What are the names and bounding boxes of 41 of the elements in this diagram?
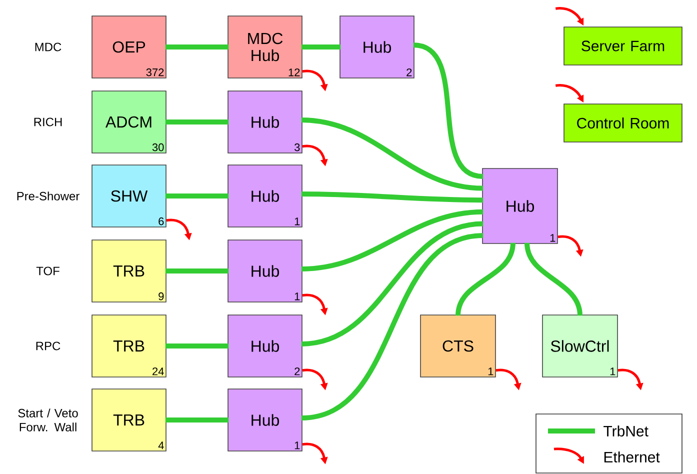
trbnet-line: [301, 221, 484, 346]
trbnet-line: [301, 118, 484, 191]
count-number: 2: [406, 68, 412, 76]
trbnet-line: [301, 44, 341, 50]
count-number: 2: [294, 368, 300, 376]
trbnet-line: [456, 242, 516, 316]
legend-label: Ethernet: [604, 451, 660, 462]
trbnet-line: [301, 233, 484, 420]
row-label: RICH: [34, 118, 62, 126]
row-label: Start / Veto Forw. Wall: [18, 408, 78, 432]
count-number: 12: [288, 68, 300, 76]
row-label: RPC: [36, 342, 60, 350]
count-number: 24: [152, 368, 164, 376]
count-number: 1: [550, 234, 556, 242]
trbnet-line: [165, 120, 229, 124]
row-label: MDC: [35, 42, 62, 52]
trbnet-line: [301, 192, 484, 203]
count-number: 1: [294, 218, 300, 226]
count-number: 1: [294, 442, 300, 450]
count-number: 1: [488, 368, 494, 376]
legend-label: TrbNet: [604, 425, 648, 436]
trbnet-line: [165, 268, 229, 274]
row-label: Pre-Shower: [17, 192, 80, 200]
count-number: 6: [158, 217, 164, 226]
trbnet-line: [412, 42, 484, 179]
count-number: 4: [158, 442, 164, 450]
count-number: 30: [152, 143, 164, 152]
destination-box: Control Room: [564, 104, 682, 142]
trbnet-line: [524, 242, 582, 316]
count-number: 1: [610, 368, 616, 376]
trbnet-line: [165, 417, 229, 422]
trbnet-line: [165, 344, 229, 348]
count-number: 9: [158, 292, 164, 300]
trbnet-line: [165, 44, 229, 50]
row-label: TOF: [36, 266, 60, 276]
trbnet-line: [301, 209, 484, 272]
destination-box: Server Farm: [564, 26, 682, 66]
count-number: 3: [294, 143, 300, 152]
trbnet-line: [165, 194, 229, 198]
count-number: 1: [294, 292, 300, 300]
count-number: 372: [146, 68, 164, 76]
